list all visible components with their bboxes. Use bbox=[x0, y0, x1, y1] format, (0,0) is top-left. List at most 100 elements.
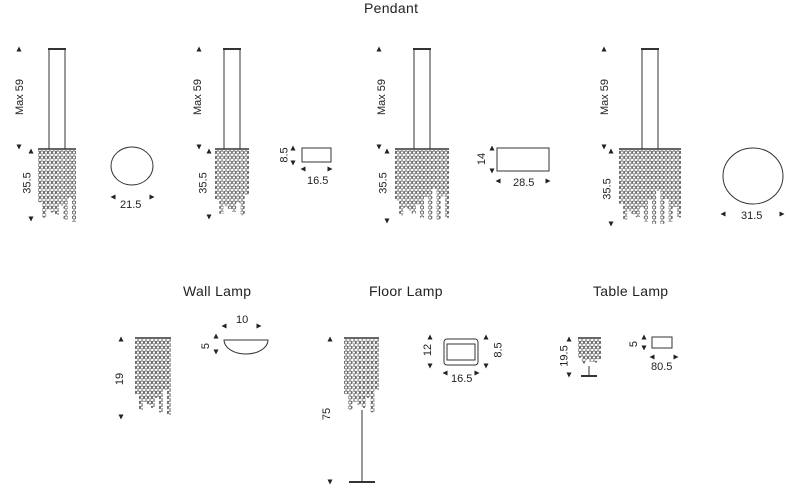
dimension-arrow bbox=[290, 145, 296, 151]
pendant-2-max-label: Max 59 bbox=[192, 78, 205, 116]
floor-lamp-plan-inner bbox=[446, 343, 476, 361]
dimension-arrow bbox=[206, 148, 212, 154]
dimension-arrow bbox=[28, 216, 34, 222]
crystal-strand bbox=[151, 339, 155, 408]
floor-lamp-depth-left-label: 12 bbox=[422, 343, 435, 357]
crystal-strand bbox=[348, 339, 353, 411]
crystal-strand bbox=[643, 150, 648, 222]
crystal-strand bbox=[219, 150, 224, 214]
crystal-strand bbox=[50, 150, 55, 213]
wall-lamp-depth-label: 5 bbox=[200, 342, 213, 350]
crystal-strand bbox=[581, 339, 586, 364]
crystal-strand bbox=[147, 339, 151, 405]
crystal-strand bbox=[585, 339, 590, 361]
dimension-arrow bbox=[483, 334, 489, 340]
dimension-arrow bbox=[300, 166, 306, 172]
table-lamp-height-label: 19.5 bbox=[558, 345, 571, 367]
crystal-strand bbox=[42, 150, 47, 218]
dimension-arrow bbox=[327, 166, 333, 172]
crystal-strand bbox=[215, 150, 219, 200]
dimension-arrow bbox=[213, 349, 219, 355]
crystal-strand bbox=[399, 150, 404, 216]
dimension-arrow bbox=[489, 145, 495, 151]
crystal-strand bbox=[660, 150, 665, 224]
dimension-arrow bbox=[384, 148, 390, 154]
crystal-strand bbox=[411, 150, 416, 214]
dimension-arrow bbox=[601, 46, 607, 52]
pendant-4-max-label: Max 59 bbox=[599, 78, 612, 116]
table-lamp-depth-label: 5 bbox=[628, 340, 641, 348]
crystal-strand bbox=[597, 339, 601, 360]
dimension-arrow bbox=[196, 144, 202, 150]
dimension-arrow bbox=[608, 148, 614, 154]
floor-lamp-plan-outer bbox=[443, 338, 479, 366]
dimension-arrow bbox=[427, 363, 433, 369]
pendant-title: Pendant bbox=[364, 0, 419, 16]
crystal-strand bbox=[432, 150, 437, 189]
dimension-arrow bbox=[442, 370, 448, 376]
pendant-3-width-label: 28.5 bbox=[513, 177, 535, 189]
crystal-strand bbox=[652, 150, 657, 224]
dimension-arrow bbox=[489, 168, 495, 174]
dimension-arrow bbox=[601, 144, 607, 150]
table-lamp-title: Table Lamp bbox=[593, 283, 669, 299]
crystal-strand bbox=[420, 150, 424, 218]
dimension-arrow bbox=[427, 334, 433, 340]
pendant-4-crystals bbox=[619, 150, 681, 224]
crystal-strand bbox=[407, 150, 412, 211]
crystal-strand bbox=[67, 150, 72, 199]
wall-lamp-width-label: 10 bbox=[236, 314, 249, 326]
crystal-strand bbox=[639, 150, 644, 208]
pendant-2-crystals bbox=[215, 150, 249, 216]
crystal-strand bbox=[366, 339, 371, 398]
crystal-strand bbox=[143, 339, 147, 402]
crystal-strand bbox=[155, 339, 159, 398]
pendant-4-plan-circle bbox=[722, 147, 784, 205]
floor-lamp-crystals bbox=[344, 339, 379, 413]
crystal-strand bbox=[677, 150, 681, 218]
dimension-arrow bbox=[256, 323, 262, 329]
dimension-arrow bbox=[641, 334, 647, 340]
wall-lamp-plan-shape bbox=[223, 339, 269, 355]
pendant-3-plan-rect bbox=[496, 147, 550, 172]
pendant-1-height-label: 35.5 bbox=[21, 172, 34, 194]
crystal-strand bbox=[236, 150, 241, 203]
dimension-arrow bbox=[206, 214, 212, 220]
floor-lamp-title: Floor Lamp bbox=[369, 283, 443, 299]
dimension-arrow bbox=[327, 336, 333, 342]
crystal-strand bbox=[370, 339, 375, 413]
wall-lamp-crystals bbox=[135, 339, 171, 415]
dimension-arrow bbox=[118, 414, 124, 420]
pendant-4-diameter-label: 31.5 bbox=[741, 210, 763, 222]
crystal-strand bbox=[227, 150, 232, 209]
dimension-arrow bbox=[376, 144, 382, 150]
crystal-strand bbox=[139, 339, 143, 411]
crystal-strand bbox=[415, 150, 420, 205]
crystal-strand bbox=[627, 150, 632, 212]
pendant-4-height-label: 35.5 bbox=[601, 178, 614, 200]
crystal-strand bbox=[59, 150, 64, 206]
dimension-arrow bbox=[16, 46, 22, 52]
dimension-arrow bbox=[720, 211, 726, 217]
crystal-strand bbox=[668, 150, 673, 222]
floor-lamp-depth-right-label: 8.5 bbox=[492, 342, 505, 358]
pendant-2-plan-rect bbox=[301, 147, 332, 163]
dimension-arrow bbox=[196, 46, 202, 52]
dimension-arrow bbox=[545, 178, 551, 184]
crystal-strand bbox=[38, 150, 42, 203]
crystal-strand bbox=[240, 150, 245, 216]
dimension-arrow bbox=[566, 336, 572, 342]
dimension-arrow bbox=[483, 363, 489, 369]
dimension-arrow bbox=[290, 160, 296, 166]
dimension-arrow bbox=[118, 336, 124, 342]
dimension-arrow bbox=[149, 194, 155, 200]
crystal-strand bbox=[403, 150, 408, 208]
dimension-arrow bbox=[213, 333, 219, 339]
dimension-arrow bbox=[376, 46, 382, 52]
crystal-strand bbox=[445, 150, 449, 218]
crystal-strand bbox=[344, 339, 348, 395]
dimension-arrow bbox=[474, 370, 480, 376]
crystal-strand bbox=[55, 150, 59, 216]
crystal-strand bbox=[395, 150, 399, 201]
